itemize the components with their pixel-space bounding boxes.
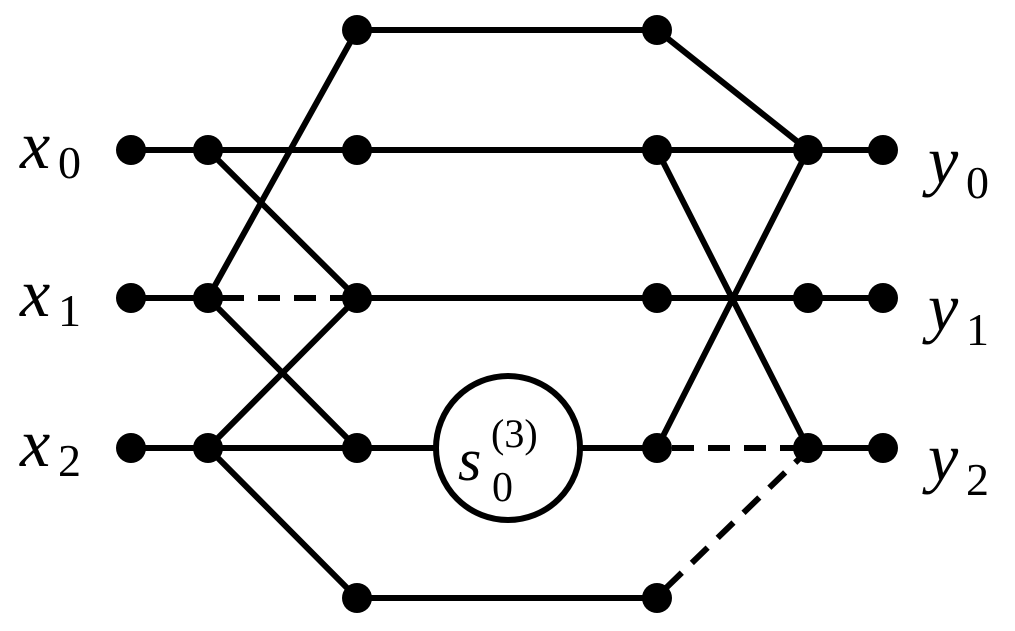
- output-node: [868, 135, 898, 165]
- input-label-x1: x: [19, 255, 50, 331]
- output-index-2: 2: [966, 454, 989, 505]
- output-label-y0: y: [922, 122, 959, 198]
- element-symbol: s: [458, 427, 481, 493]
- edge: [205, 27, 360, 301]
- input-label-x2: x: [19, 405, 50, 481]
- output-node: [868, 433, 898, 463]
- node: [793, 283, 823, 313]
- input-node: [116, 135, 146, 165]
- node: [193, 433, 223, 463]
- node: [342, 135, 372, 165]
- nodes: [116, 15, 898, 613]
- node: [793, 135, 823, 165]
- input-node: [116, 433, 146, 463]
- element-ring: [433, 373, 583, 523]
- output-index-0: 0: [966, 157, 989, 208]
- node: [342, 583, 372, 613]
- output-index-1: 1: [966, 304, 989, 355]
- node: [642, 583, 672, 613]
- node: [342, 283, 372, 313]
- output-label-y2: y: [922, 419, 959, 495]
- element-subscript: 0: [492, 465, 513, 511]
- dashed-edges: [222, 295, 803, 591]
- dashed-edge: [663, 455, 803, 591]
- edge: [654, 147, 811, 451]
- output-node: [868, 283, 898, 313]
- node: [342, 15, 372, 45]
- stage-element-circle: s 0 (3): [433, 373, 583, 523]
- edge: [205, 445, 360, 601]
- element-superscript: (3): [491, 411, 538, 456]
- node: [642, 15, 672, 45]
- node: [642, 135, 672, 165]
- output-labels: y 0 y 1 y 2: [922, 122, 989, 505]
- edge: [654, 27, 811, 153]
- node: [342, 433, 372, 463]
- node: [642, 283, 672, 313]
- input-node: [116, 283, 146, 313]
- edge: [205, 147, 360, 301]
- input-index-2: 2: [58, 435, 81, 486]
- input-index-0: 0: [58, 137, 81, 188]
- input-index-1: 1: [58, 285, 81, 336]
- output-label-y1: y: [922, 269, 959, 345]
- node: [193, 135, 223, 165]
- input-label-x0: x: [19, 107, 50, 183]
- node: [642, 433, 672, 463]
- input-labels: x 0 x 1 x 2: [19, 107, 81, 486]
- node: [193, 283, 223, 313]
- node: [793, 433, 823, 463]
- edge: [205, 295, 360, 451]
